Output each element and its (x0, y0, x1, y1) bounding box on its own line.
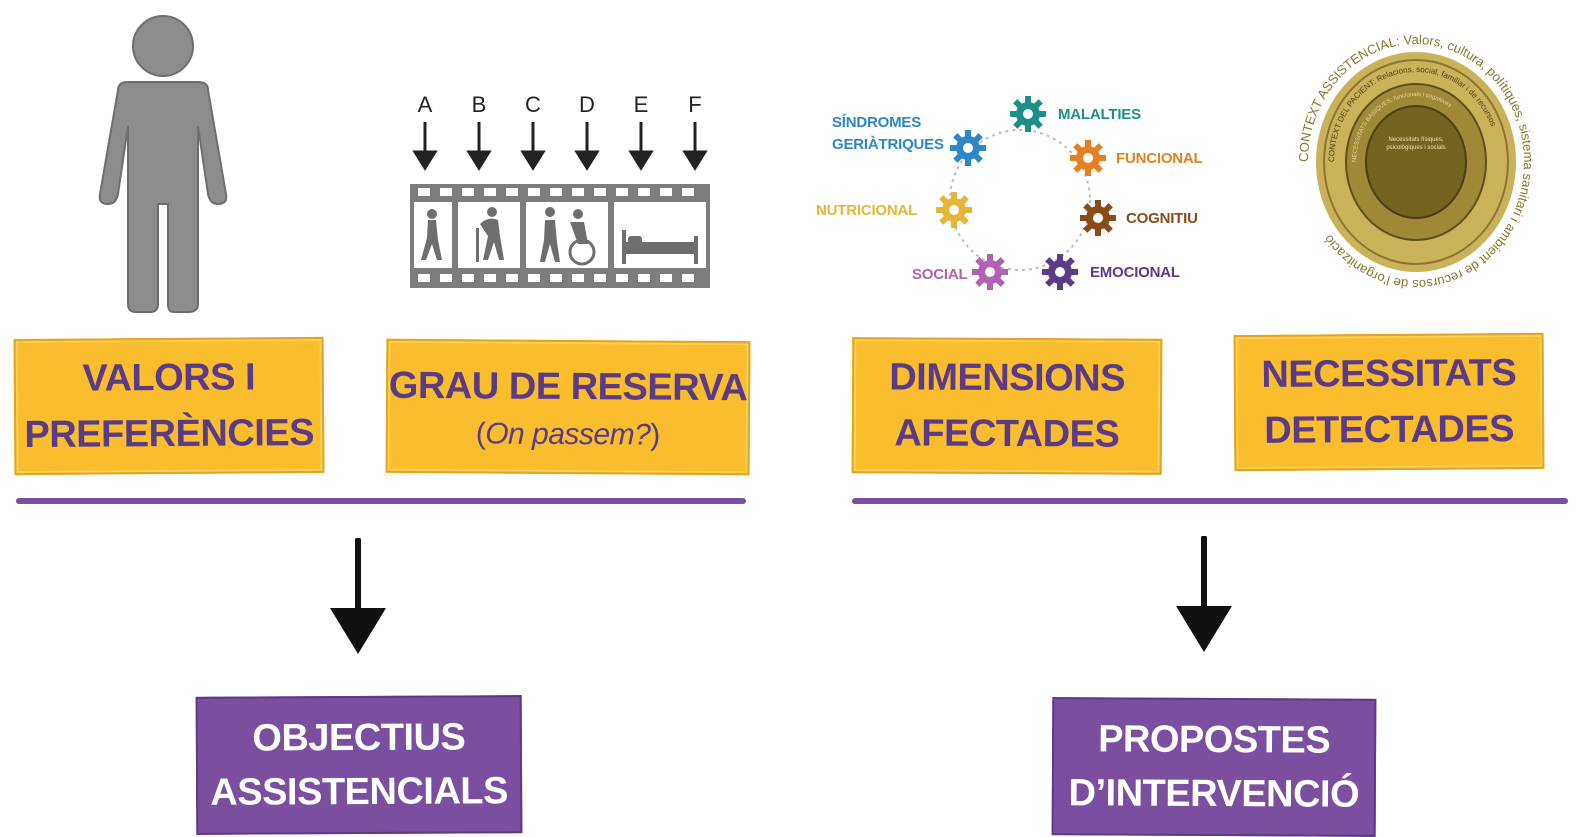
context-center-text: Necessitats físiques, psicològiques i so… (1386, 137, 1446, 151)
valors-preferencies-box: VALORS I PREFERÈNCIES (13, 336, 325, 476)
objectius-line1: OBJECTIUS (252, 716, 466, 760)
context-circle-icon: CONTEXT ASSISTENCIAL: Valors, cultura, p… (1296, 32, 1536, 292)
person-icon (98, 15, 228, 313)
gear-icon-cognitiu (1080, 200, 1116, 236)
reserve-letter-d: D (579, 92, 595, 117)
propostes-intervencio-box: PROPOSTES D’INTERVENCIÓ (1051, 697, 1377, 837)
label-social: SOCIAL (912, 266, 968, 283)
reserve-letter-c: C (525, 92, 541, 117)
gear-icon-nutricional (936, 192, 972, 228)
label-sindromes-line2: GERIÀTRIQUES (832, 136, 944, 153)
necessitats-line1: NECESSITATS (1261, 352, 1517, 396)
grau-reserva-box: GRAU DE RESERVA (On passem?) (385, 338, 751, 476)
reserve-letter-f: F (688, 92, 702, 117)
necessitats-line2: DETECTADES (1264, 408, 1515, 452)
reserve-letter-a: A (417, 92, 433, 117)
gear-icon-social (972, 254, 1008, 290)
propostes-line1: PROPOSTES (1098, 718, 1331, 762)
valors-line1: VALORS I (82, 356, 256, 400)
divider-left (16, 498, 746, 504)
valors-line2: PREFERÈNCIES (24, 411, 315, 457)
objectius-line2: ASSISTENCIALS (210, 770, 509, 814)
gear-icon-emocional (1042, 254, 1078, 290)
film-strip-icon (410, 184, 710, 288)
reserve-letter-b: B (471, 92, 487, 117)
dimensions-line2: AFECTADES (894, 412, 1120, 456)
gear-icon-funcional (1070, 140, 1106, 176)
label-nutricional: NUTRICIONAL (816, 202, 918, 219)
down-arrow-right-icon (1176, 536, 1232, 652)
label-malalties: MALALTIES (1058, 106, 1141, 123)
reserve-letter-e: E (633, 92, 649, 117)
grau-subtitle: (On passem?) (475, 417, 660, 452)
necessitats-detectades-box: NECESSITATS DETECTADES (1233, 332, 1545, 472)
label-sindromes-line1: SÍNDROMES (832, 114, 922, 131)
dimensions-line1: DIMENSIONS (889, 356, 1126, 400)
label-emocional: EMOCIONAL (1090, 264, 1180, 281)
label-cognitiu: COGNITIU (1126, 210, 1198, 227)
label-funcional: FUNCIONAL (1116, 150, 1203, 167)
divider-right (852, 498, 1568, 504)
dimensions-afectades-box: DIMENSIONS AFECTADES (851, 337, 1163, 475)
gear-icon-malalties (1010, 96, 1046, 132)
propostes-line2: D’INTERVENCIÓ (1068, 772, 1360, 816)
objectius-assistencials-box: OBJECTIUS ASSISTENCIALS (195, 695, 523, 835)
gear-icon-sindromes (950, 130, 986, 166)
reserve-arrows (412, 122, 708, 171)
down-arrow-left-icon (330, 538, 386, 654)
grau-title: GRAU DE RESERVA (388, 364, 748, 410)
